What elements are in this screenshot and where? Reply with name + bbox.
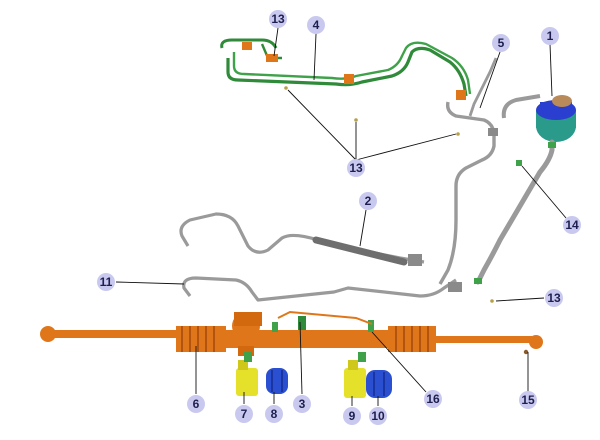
callout-3: 3 [293,395,311,413]
supply-line [182,276,462,302]
callout-7-label: 7 [241,407,248,421]
callout-10: 10 [369,407,387,425]
callout-13-right-label: 13 [547,291,561,305]
callout-16-label: 16 [426,392,440,406]
rack-housing [224,330,390,348]
callout-14: 14 [563,216,581,234]
clip-fastener [490,299,494,303]
callout-8-label: 8 [271,407,278,421]
hose-clip [456,90,466,100]
steering-gear [40,310,543,356]
callout-5-label: 5 [498,36,505,50]
hose-clip [266,54,278,62]
hose-clamp [474,278,482,284]
callouts: 1 2 3 4 5 6 7 8 [97,10,581,425]
callout-1: 1 [541,27,559,45]
callout-2: 2 [359,192,377,210]
mount-bushing-left [266,368,288,394]
callout-9-label: 9 [349,409,356,423]
mount-bracket-right [344,352,366,398]
callout-14-label: 14 [565,218,579,232]
hose-clamp [548,142,556,148]
callout-3-label: 3 [299,397,306,411]
clip-fastener [456,132,460,136]
tie-rod-right [434,336,532,343]
reservoir-cap [552,95,572,107]
callout-16: 16 [424,390,442,408]
callout-1-label: 1 [547,29,554,43]
callout-15-label: 15 [521,393,535,407]
tie-rod-left [54,330,178,338]
callout-11: 11 [97,273,115,291]
clip-fastener [354,118,358,122]
callout-4-label: 4 [313,18,320,32]
mount-bushing-right [366,370,392,398]
callout-6-label: 6 [193,397,200,411]
leader-lines [115,27,567,406]
callout-15: 15 [519,391,537,409]
hose-clip [242,42,252,50]
callout-13-top-label: 13 [271,12,285,26]
pipe-bracket [488,128,498,136]
clip-fastener [284,86,288,90]
callout-11-label: 11 [100,275,113,289]
pressure-hose [179,212,425,266]
tie-rod-nut [523,349,529,355]
callout-2-label: 2 [365,194,372,208]
pressure-line-assembly [220,38,472,100]
hose-clamp [516,160,522,166]
tie-rod-end-left [40,326,56,342]
hose-clip [344,74,354,84]
fluid-reservoir [474,94,576,285]
callout-13-middle-label: 13 [349,161,363,175]
rack-boot-right [388,326,436,352]
return-line [354,57,498,285]
callout-13-middle: 13 [347,159,365,177]
mount-bracket-left [236,352,258,396]
tie-rod-end-right [529,335,543,349]
callout-8: 8 [265,405,283,423]
callout-13-right: 13 [545,289,563,307]
transfer-pipe-fitting [298,316,306,330]
callout-10-label: 10 [371,409,385,423]
rack-boot-left [176,326,226,352]
callout-7: 7 [235,405,253,423]
callout-9: 9 [343,407,361,425]
callout-4: 4 [307,16,325,34]
callout-5: 5 [492,34,510,52]
callout-13-top: 13 [269,10,287,28]
callout-6: 6 [187,395,205,413]
